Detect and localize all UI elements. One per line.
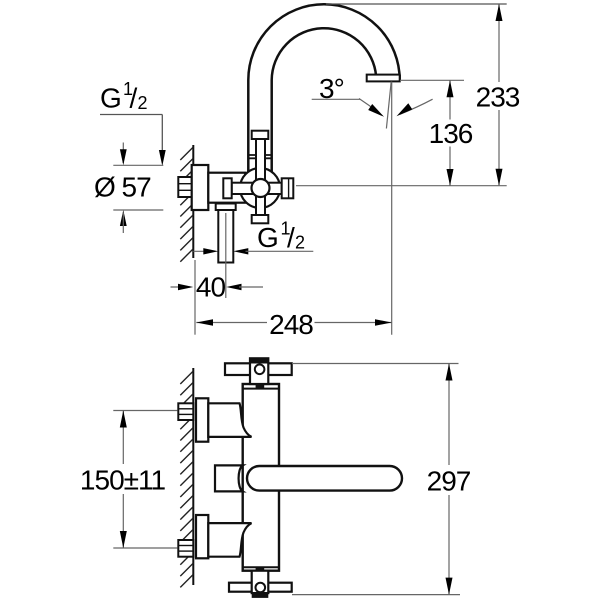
- arrow-down-icon: [445, 577, 453, 595]
- hatch-tick: [179, 573, 194, 588]
- hatch-tick: [179, 427, 194, 441]
- thread-label-g: G: [257, 222, 278, 253]
- union-adapter-top: [207, 402, 253, 438]
- hatch-tick: [179, 517, 194, 532]
- label-outlet-thread: G 1 / 2: [193, 219, 314, 255]
- handle-arm-cap-bottom: [250, 214, 270, 225]
- arrow-left-icon: [396, 103, 413, 117]
- thread-label-numerator: 1: [281, 219, 291, 239]
- hatch-tick: [179, 225, 194, 240]
- arrow-right-icon: [203, 248, 219, 255]
- dim-57-label: Ø 57: [94, 172, 151, 203]
- escutcheon-top: [194, 397, 210, 443]
- arrow-down-icon: [119, 149, 127, 166]
- front-view: [177, 357, 404, 598]
- arrow-right-icon: [368, 104, 384, 117]
- arrow-up-icon: [446, 80, 454, 98]
- stream-tilted-line: [385, 81, 392, 129]
- hatch-tick: [179, 449, 194, 464]
- dim-233-label: 233: [476, 82, 520, 113]
- union-nut-bottom: [177, 539, 195, 558]
- thread-label-slash: /: [130, 83, 138, 114]
- arrow-down-icon: [158, 150, 166, 166]
- spout-plan: [245, 464, 404, 492]
- thread-label-denominator: 2: [138, 93, 148, 113]
- side-view: [177, 3, 401, 298]
- hatch-tick: [179, 472, 194, 487]
- arrow-up-icon: [119, 410, 127, 428]
- escutcheon: [190, 163, 210, 212]
- handle-arm-cap-right: [280, 177, 295, 200]
- dim-248-label: 248: [269, 309, 313, 340]
- spout-tip-aerator: [365, 73, 401, 83]
- thread-label-g: G: [100, 83, 121, 114]
- arrow-up-icon: [495, 4, 503, 21]
- hatch-tick: [179, 438, 194, 453]
- hatch-tick: [179, 381, 194, 396]
- arrow-right-icon: [178, 283, 194, 291]
- hatch-tick: [179, 248, 194, 263]
- handle-arm-cap-top: [250, 129, 270, 140]
- arrow-left-icon: [226, 283, 242, 291]
- hatch-tick: [179, 214, 194, 229]
- hatch-tick: [179, 236, 194, 251]
- arrow-down-icon: [446, 169, 454, 186]
- dim-40-label: 40: [196, 272, 226, 303]
- hatch-tick: [179, 370, 194, 385]
- arrow-right-icon: [375, 319, 392, 326]
- front-view-dimensions: 150±11 297: [80, 362, 472, 596]
- handle-vertical-arm: [255, 138, 266, 216]
- handle-screw: [254, 581, 267, 594]
- hatch-tick: [179, 494, 194, 509]
- arrow-up-icon: [445, 363, 453, 381]
- dim-136-label: 136: [429, 118, 473, 149]
- arrow-down-icon: [495, 168, 503, 186]
- arrow-down-icon: [119, 531, 127, 548]
- label-escutcheon-diameter: Ø 57: [94, 142, 164, 233]
- handle-cap-strip: [251, 592, 269, 598]
- escutcheon-bottom: [194, 513, 210, 560]
- dim-150-label: 150±11: [80, 465, 166, 496]
- arrow-left-icon: [233, 248, 249, 255]
- thread-label-numerator: 1: [123, 79, 133, 99]
- diverter-cap: [213, 464, 247, 493]
- handle-screw: [253, 363, 266, 376]
- dim-297-label: 297: [427, 466, 471, 497]
- hatch-tick: [179, 506, 194, 521]
- hatch-tick: [179, 460, 194, 475]
- hatch-tick: [179, 483, 194, 498]
- handle-base-mark: [255, 384, 265, 389]
- union-adapter-bottom: [207, 522, 253, 558]
- handle-cap-strip: [250, 358, 269, 364]
- handle-hub: [250, 177, 271, 199]
- handle-arm-cap-left: [222, 177, 233, 200]
- hatch-tick: [179, 562, 194, 577]
- hatch-tick: [179, 146, 194, 161]
- label-inlet-thread: G 1 / 2: [100, 79, 166, 166]
- side-view-dimensions: 233 136 3° 248 40 G 1: [94, 3, 521, 340]
- thread-label-denominator: 2: [295, 233, 305, 253]
- arrow-left-icon: [196, 319, 213, 326]
- thread-label-slash: /: [287, 222, 295, 253]
- handle-base-mark: [255, 567, 265, 571]
- hatch-tick: [179, 157, 194, 172]
- union-nut-top: [177, 402, 195, 421]
